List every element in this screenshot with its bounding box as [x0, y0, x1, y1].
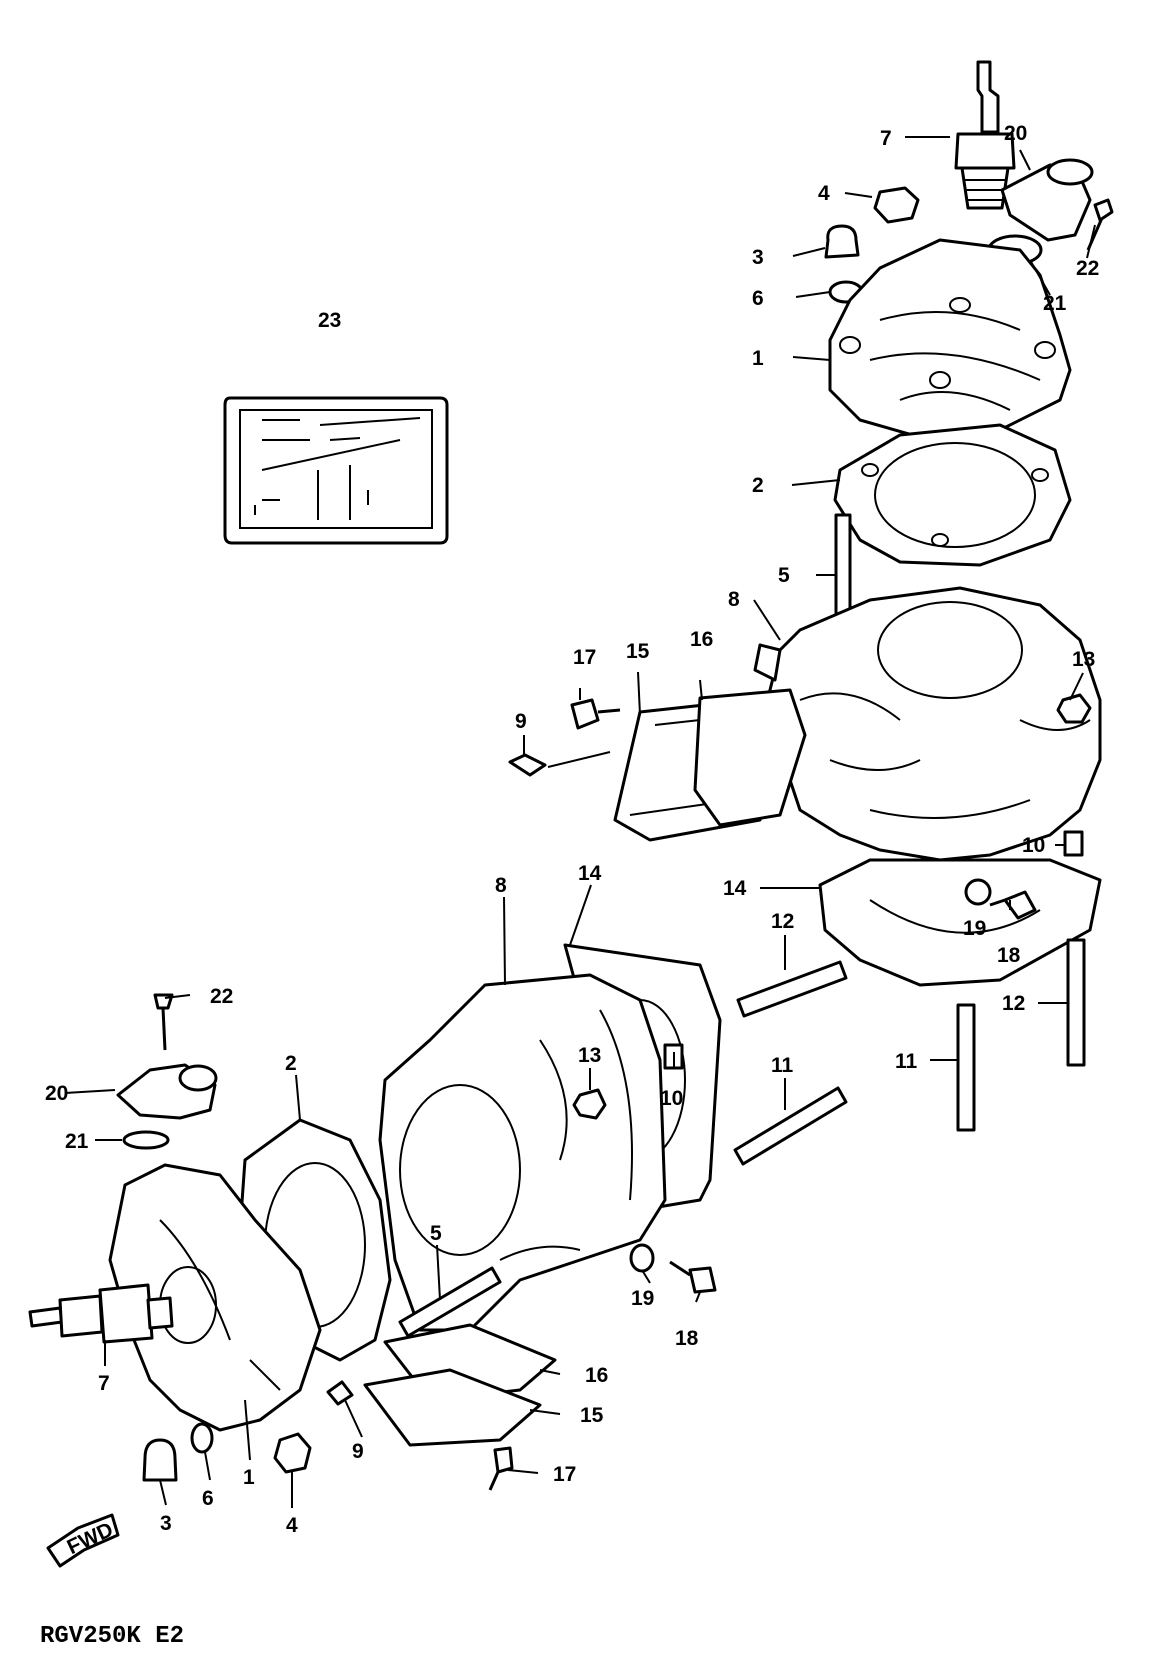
- diagram-caption: RGV250K E2: [40, 1623, 184, 1650]
- callout-6-lower: 6: [202, 1487, 214, 1510]
- washer-19-lower-part: [629, 1243, 655, 1273]
- callout-6-upper: 6: [752, 287, 764, 310]
- bolt-lower-part: [488, 1446, 514, 1491]
- callout-16-upper: 16: [690, 628, 713, 651]
- cylinder-head-upper-part: [828, 238, 1072, 442]
- callout-10-lower: 10: [660, 1087, 683, 1110]
- callout-5-lower: 5: [430, 1222, 442, 1245]
- callout-2-upper: 2: [752, 474, 764, 497]
- o-ring-lower-part: [122, 1130, 170, 1150]
- leader-lines: [64, 136, 1096, 1508]
- nut-13-lower-part: [572, 1088, 607, 1120]
- bolt-18-lower-part: [669, 1260, 717, 1294]
- cylinder-lower-part: [378, 973, 667, 1332]
- reed-gasket-upper-part: [693, 688, 807, 827]
- cap-nut-lower-part: [142, 1438, 178, 1482]
- spark-plug-upper-part: [954, 60, 1016, 210]
- callout-18-lower: 18: [675, 1327, 699, 1350]
- stud-12-diagonal-part: [736, 960, 848, 1018]
- base-gasket-upper-part: [818, 858, 1102, 987]
- callout-21-lower: 21: [65, 1130, 89, 1153]
- screw-lower-part: [153, 993, 174, 1051]
- pin-lower-part: [326, 1380, 354, 1406]
- callout-11-right: 11: [895, 1050, 918, 1073]
- callout-22-upper: 22: [1076, 257, 1099, 280]
- callout-20-lower: 20: [45, 1082, 68, 1105]
- callout-19-upper: 19: [963, 917, 986, 940]
- callout-20-upper: 20: [1004, 122, 1027, 145]
- callout-17-upper: 17: [573, 646, 596, 669]
- callout-16-lower: 16: [585, 1364, 608, 1387]
- nut-lower-part: [273, 1432, 312, 1474]
- callout-12-right: 12: [1002, 992, 1025, 1015]
- callout-9-upper: 9: [515, 710, 527, 733]
- callout-17-lower: 17: [553, 1463, 576, 1486]
- dowel-upper-part: [1063, 830, 1084, 857]
- callout-18-upper: 18: [997, 944, 1021, 967]
- callout-1-lower: 1: [243, 1466, 255, 1489]
- washer-19-upper-part: [964, 878, 992, 906]
- stud-12-vertical-part: [1066, 938, 1086, 1067]
- callout-14-lower: 14: [578, 862, 602, 885]
- head-gasket-upper-part: [833, 423, 1072, 567]
- callout-4-upper: 4: [818, 182, 830, 205]
- spark-plug-lower-part: [28, 1283, 174, 1344]
- callout-3-lower: 3: [160, 1512, 172, 1535]
- callout-labels: 7 4 20 3 6 1 22 21 23 2 5 8 17 15 16 13 …: [45, 122, 1099, 1537]
- stud-11-diagonal-part: [733, 1086, 848, 1166]
- callout-22-lower: 22: [210, 985, 233, 1008]
- callout-23: 23: [318, 309, 341, 332]
- water-outlet-upper-part: [1000, 158, 1094, 242]
- cylinder-upper-part: [753, 586, 1102, 862]
- fwd-arrow-icon: FWD: [46, 1513, 120, 1568]
- callout-14-upper: 14: [723, 877, 747, 900]
- callout-13-lower: 13: [578, 1044, 601, 1067]
- nut-13-upper-part: [1056, 693, 1092, 724]
- callout-8-lower: 8: [495, 874, 507, 897]
- stud-lower-part: [398, 1266, 502, 1338]
- callout-15-upper: 15: [626, 640, 650, 663]
- callout-7-upper: 7: [880, 127, 892, 150]
- callout-10-upper: 10: [1022, 834, 1045, 857]
- callout-21-upper: 21: [1043, 292, 1067, 315]
- callout-1-upper: 1: [752, 347, 764, 370]
- callout-13-upper: 13: [1072, 648, 1095, 671]
- label-plate-part: [223, 396, 449, 545]
- washer-lower-part: [190, 1422, 214, 1454]
- pin-upper-part: [508, 753, 547, 777]
- callout-4-lower: 4: [286, 1514, 298, 1537]
- bolt-upper-part: [570, 698, 621, 730]
- nut-upper-part: [873, 186, 920, 224]
- reed-plate-lower-part: [363, 1368, 542, 1447]
- callout-12-upper: 12: [771, 910, 794, 933]
- callout-5-upper: 5: [778, 564, 790, 587]
- water-outlet-lower-part: [116, 1063, 218, 1120]
- callout-15-lower: 15: [580, 1404, 604, 1427]
- bolt-18-upper-part: [989, 890, 1037, 920]
- callout-3-upper: 3: [752, 246, 764, 269]
- callout-7-lower: 7: [98, 1372, 110, 1395]
- callout-9-lower: 9: [352, 1440, 364, 1463]
- cap-nut-upper-part: [824, 224, 860, 259]
- callout-8-upper: 8: [728, 588, 740, 611]
- callout-2-lower: 2: [285, 1052, 297, 1075]
- cylinder-head-lower-part: [108, 1163, 322, 1432]
- stud-11-vertical-part: [956, 1003, 976, 1132]
- callout-11-diagonal: 11: [771, 1054, 794, 1077]
- callout-19-lower: 19: [631, 1287, 654, 1310]
